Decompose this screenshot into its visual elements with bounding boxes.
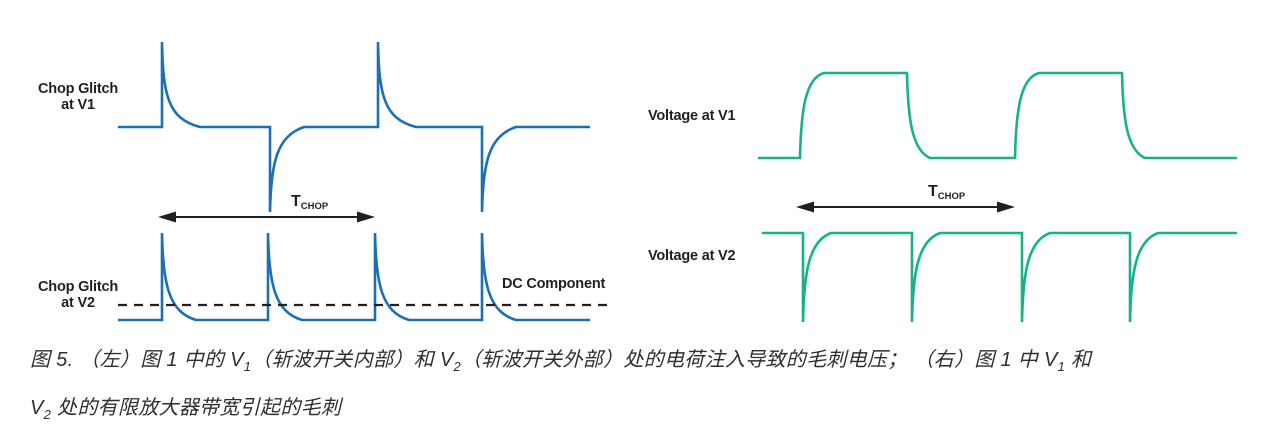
tchop-label-right-main: T <box>928 183 938 200</box>
dc-component-label: DC Component <box>502 276 606 292</box>
voltage-v1-label: Voltage at V1 <box>648 108 736 124</box>
caption-text: 图 5. （左）图 1 中的 V <box>30 349 244 371</box>
tchop-label-right-sub: CHOP <box>937 191 966 202</box>
waveform-canvas <box>118 41 1237 323</box>
caption-subscript: 1 <box>1057 359 1066 374</box>
voltage-v1-waveform <box>758 71 1237 160</box>
tchop-arrowhead-right <box>357 211 375 223</box>
caption-text: V <box>30 397 44 419</box>
caption-text: （斩波开关外部）处的电荷注入导致的毛刺电压； （右）图 1 中 V <box>461 349 1058 371</box>
chop-glitch-v1-label: Chop Glitch at V1 <box>16 81 140 113</box>
caption-line-1: 图 5. （左）图 1 中的 V1（斩波开关内部）和 V2（斩波开关外部）处的电… <box>30 343 1091 374</box>
tchop-arrow-right <box>796 201 1015 213</box>
tchop-label-left-sub: CHOP <box>300 201 329 212</box>
voltage-v2-waveform <box>762 231 1237 323</box>
caption-subscript: 1 <box>243 359 252 374</box>
voltage-v2-label: Voltage at V2 <box>648 248 736 264</box>
tchop-label-right: TCHOP <box>928 183 965 202</box>
caption-subscript: 2 <box>43 407 52 422</box>
tchop-label-left-main: T <box>291 193 301 210</box>
chop-glitch-v2-label-line2: at V2 <box>61 295 95 311</box>
caption-line-2: V2 处的有限放大器带宽引起的毛刺 <box>30 391 341 422</box>
chop-glitch-v1-waveform <box>118 41 590 213</box>
tchop-label-left: TCHOP <box>291 193 328 212</box>
tchop-arrow-left <box>158 211 375 223</box>
chop-glitch-v2-label-line1: Chop Glitch <box>38 279 118 295</box>
caption-subscript: 2 <box>453 359 461 374</box>
tchop-arrowhead-right <box>997 201 1015 213</box>
tchop-arrowhead-left <box>796 201 814 213</box>
chop-glitch-v1-label-line2: at V1 <box>61 97 95 113</box>
caption-text: 和 <box>1065 349 1092 371</box>
chop-glitch-v2-label: Chop Glitch at V2 <box>16 279 140 311</box>
caption-text: （斩波开关内部）和 V <box>251 349 454 371</box>
caption-text: 处的有限放大器带宽引起的毛刺 <box>51 397 342 419</box>
chop-glitch-v1-label-line1: Chop Glitch <box>38 81 118 97</box>
tchop-arrowhead-left <box>158 211 176 223</box>
